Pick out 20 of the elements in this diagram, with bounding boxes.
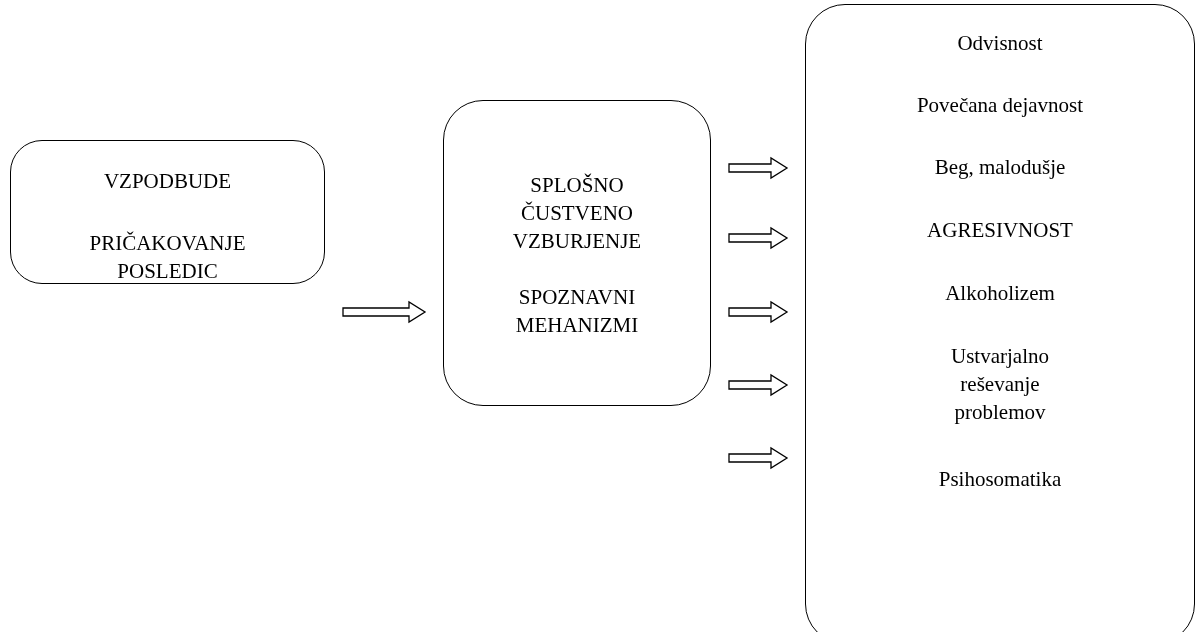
rounded-box	[805, 4, 1195, 632]
node-text: Psihosomatika	[937, 466, 1063, 493]
node-text: SPLOŠNO ČUSTVENO VZBURJENJE	[511, 172, 643, 255]
block-arrow	[728, 446, 789, 470]
block-arrow	[728, 373, 789, 397]
node-text: VZPODBUDE	[102, 168, 233, 195]
block-arrow	[728, 156, 789, 180]
rounded-box	[443, 100, 711, 406]
block-arrow	[342, 300, 427, 324]
node-text: Ustvarjalno reševanje problemov	[950, 343, 1050, 426]
block-arrow	[728, 300, 789, 324]
rounded-box	[10, 140, 325, 284]
node-text: PRIČAKOVANJE POSLEDIC	[88, 230, 247, 285]
node-text: Beg, malodušje	[933, 154, 1067, 181]
node-text: SPOZNAVNI MEHANIZMI	[514, 284, 640, 339]
block-arrow	[728, 226, 789, 250]
node-text: Povečana dejavnost	[915, 92, 1085, 119]
node-text: AGRESIVNOST	[926, 217, 1074, 244]
node-text: Odvisnost	[956, 30, 1044, 57]
node-text: Alkoholizem	[944, 280, 1056, 307]
